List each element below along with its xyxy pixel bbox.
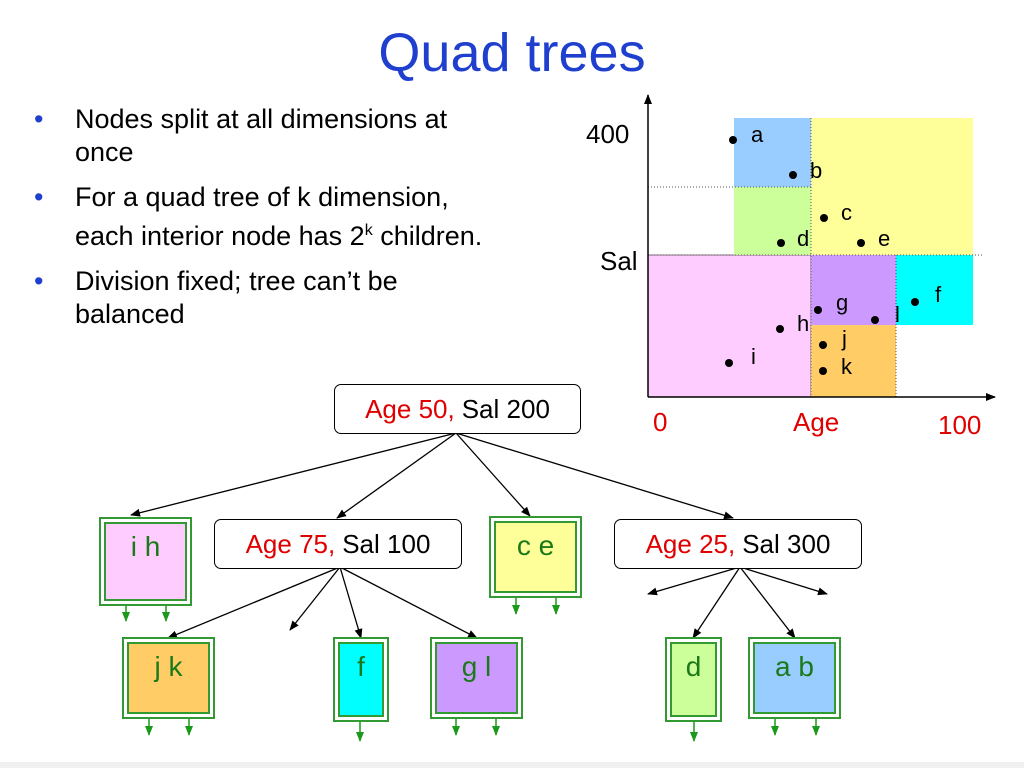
point-f	[911, 298, 919, 306]
bullet-icon: •	[34, 182, 44, 212]
edge	[455, 432, 734, 520]
point-k	[819, 367, 827, 375]
node-age25-sal300: Age 25, Sal 300	[614, 519, 862, 569]
point-g	[814, 306, 822, 314]
data-points: a b c d e f g h i j k l	[725, 122, 942, 379]
point-label-h: h	[797, 311, 809, 336]
bullet-text: Nodes split at all dimensions at once	[75, 104, 448, 167]
region-purple	[811, 255, 896, 325]
leaf-ce: c e	[489, 516, 582, 598]
edge	[739, 566, 796, 639]
y-tick-400: 400	[586, 119, 629, 149]
edge	[455, 432, 531, 517]
edge	[130, 432, 457, 517]
point-i	[725, 359, 733, 367]
bullet-text-tail: children.	[372, 221, 483, 251]
leaf-jk: j k	[122, 637, 215, 719]
bullet-icon: •	[34, 104, 44, 134]
region-yellow	[811, 118, 973, 255]
root-age: Age 50,	[365, 393, 455, 424]
x-axis-label: Age	[793, 407, 839, 437]
region-blue	[734, 118, 811, 187]
point-label-c: c	[841, 200, 852, 225]
region-pink	[647, 254, 812, 398]
region-cyan	[896, 255, 973, 325]
leaf-f: f	[333, 637, 389, 722]
bullet-list: • Nodes split at all dimensions at once …	[30, 103, 510, 343]
point-label-l: l	[895, 302, 900, 327]
edge	[167, 566, 341, 639]
bullet-superscript: k	[364, 222, 373, 239]
point-l	[871, 316, 879, 324]
point-label-g: g	[836, 290, 848, 315]
point-h	[776, 325, 784, 333]
edge	[339, 566, 478, 639]
point-label-i: i	[751, 344, 756, 369]
point-d	[777, 239, 785, 247]
point-label-e: e	[878, 226, 890, 251]
node-age: Age 25,	[645, 528, 736, 559]
point-e	[857, 239, 865, 247]
bullet-item: • Division fixed; tree can’t be balanced	[30, 265, 510, 331]
node-age75-sal100: Age 75, Sal 100	[214, 519, 462, 569]
point-a	[729, 136, 737, 144]
bullet-item: • Nodes split at all dimensions at once	[30, 103, 510, 169]
x-tick-0: 0	[653, 407, 667, 437]
root-sal: Sal 200	[461, 393, 550, 424]
edge	[336, 432, 457, 519]
footer-bar	[0, 762, 1024, 768]
root-node: Age 50, Sal 200	[334, 384, 581, 434]
point-b	[789, 171, 797, 179]
edge	[692, 566, 741, 639]
bullet-text: Division fixed; tree can’t be balanced	[75, 266, 398, 329]
node-sal: Sal 100	[342, 528, 431, 559]
point-j	[819, 341, 827, 349]
leaf-ih: i h	[99, 517, 192, 606]
edge	[739, 566, 828, 596]
tree-edges	[130, 432, 828, 639]
point-label-a: a	[751, 122, 764, 147]
edge	[647, 566, 741, 596]
node-sal: Sal 300	[742, 528, 831, 559]
region-orange	[811, 325, 896, 397]
leaf-gl: g l	[430, 637, 523, 719]
edge	[289, 566, 341, 631]
edge	[339, 566, 363, 639]
bullet-text: For a quad tree of k dimension, each int…	[75, 182, 449, 251]
bullet-icon: •	[34, 266, 44, 296]
x-tick-100: 100	[938, 410, 981, 440]
bullet-item: • For a quad tree of k dimension, each i…	[30, 181, 510, 253]
point-c	[820, 214, 828, 222]
leaf-ab: a b	[748, 637, 841, 719]
node-age: Age 75,	[245, 528, 336, 559]
slide-title: Quad trees	[378, 23, 646, 83]
y-axis-label: Sal	[600, 246, 638, 276]
point-label-b: b	[810, 158, 822, 183]
point-label-f: f	[935, 282, 942, 307]
point-label-j: j	[841, 326, 847, 351]
point-label-d: d	[797, 226, 809, 251]
region-green	[734, 187, 811, 255]
leaf-d: d	[665, 637, 722, 722]
point-label-k: k	[841, 354, 853, 379]
